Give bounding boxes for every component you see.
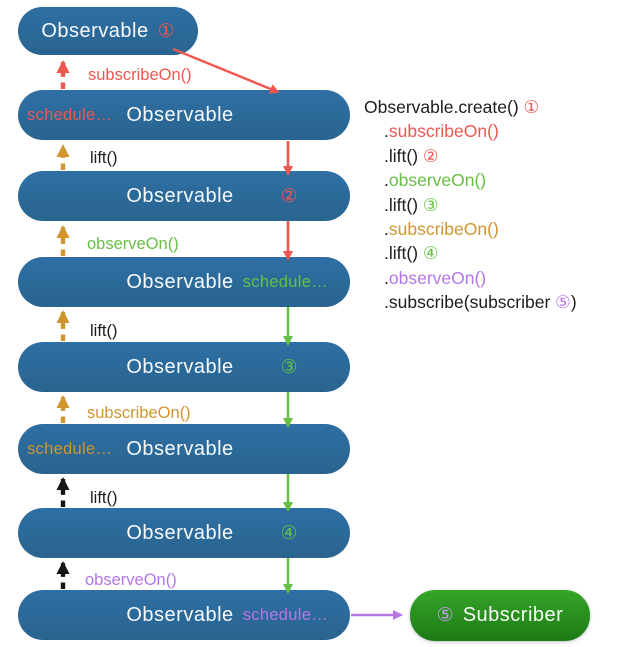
code-line: .subscribeOn() bbox=[384, 121, 499, 142]
observable-box-3: Observable ② bbox=[18, 171, 350, 221]
schedule-label: schedule… bbox=[242, 605, 328, 624]
schedule-label: schedule… bbox=[27, 105, 113, 124]
box-label: Observable bbox=[126, 521, 234, 544]
box-label: Observable bbox=[126, 103, 234, 126]
edge-label-lift-3: lift() bbox=[90, 489, 118, 507]
observable-box-5: Observable ③ bbox=[18, 342, 350, 392]
subscriber-badge: ⑤ bbox=[436, 605, 454, 626]
box-badge: ① bbox=[157, 20, 175, 42]
box-badge: ③ bbox=[280, 356, 298, 378]
edge-label-lift-1: lift() bbox=[90, 149, 118, 167]
schedule-label: schedule… bbox=[242, 272, 328, 291]
edge-label-subscribeon-2: subscribeOn() bbox=[87, 404, 191, 422]
code-line: .lift() ② bbox=[384, 145, 439, 166]
code-line: Observable.create() ① bbox=[364, 97, 540, 117]
code-line: .lift() ③ bbox=[384, 194, 439, 215]
observable-box-2: schedule… Observable bbox=[18, 90, 350, 140]
edge-label-observeon-2: observeOn() bbox=[85, 571, 177, 589]
code-line: .subscribeOn() bbox=[384, 218, 499, 239]
observable-box-4: Observable schedule… bbox=[18, 257, 350, 307]
observable-box-6: schedule… Observable bbox=[18, 424, 350, 474]
observable-box-8: Observable schedule… bbox=[18, 590, 350, 640]
edge-label-lift-2: lift() bbox=[90, 322, 118, 340]
code-line: .lift() ④ bbox=[384, 243, 439, 264]
edge-label-subscribeon-1: subscribeOn() bbox=[88, 66, 192, 84]
code-line: .subscribe(subscriber ⑤) bbox=[384, 292, 577, 313]
schedule-label: schedule… bbox=[27, 439, 113, 458]
code-line: .observeOn() bbox=[384, 170, 487, 191]
code-line: .observeOn() bbox=[384, 267, 487, 288]
subscriber-label: Subscriber bbox=[462, 604, 564, 626]
observable-box-7: Observable ④ bbox=[18, 508, 350, 558]
box-badge: ② bbox=[280, 185, 298, 207]
box-badge: ④ bbox=[280, 522, 298, 544]
subscriber-box: ⑤ Subscriber bbox=[410, 590, 590, 641]
box-label: Observable bbox=[126, 603, 234, 626]
box-label: Observable bbox=[126, 437, 234, 460]
observable-box-1: Observable ① bbox=[18, 7, 198, 55]
box-label: Observable bbox=[126, 184, 234, 207]
box-label: Observable bbox=[126, 355, 234, 378]
box-label: Observable bbox=[126, 270, 234, 293]
edge-label-observeon-1: observeOn() bbox=[87, 235, 179, 253]
box-label: Observable bbox=[41, 19, 149, 42]
code-listing: Observable.create() ① .subscribeOn() .li… bbox=[364, 95, 577, 315]
